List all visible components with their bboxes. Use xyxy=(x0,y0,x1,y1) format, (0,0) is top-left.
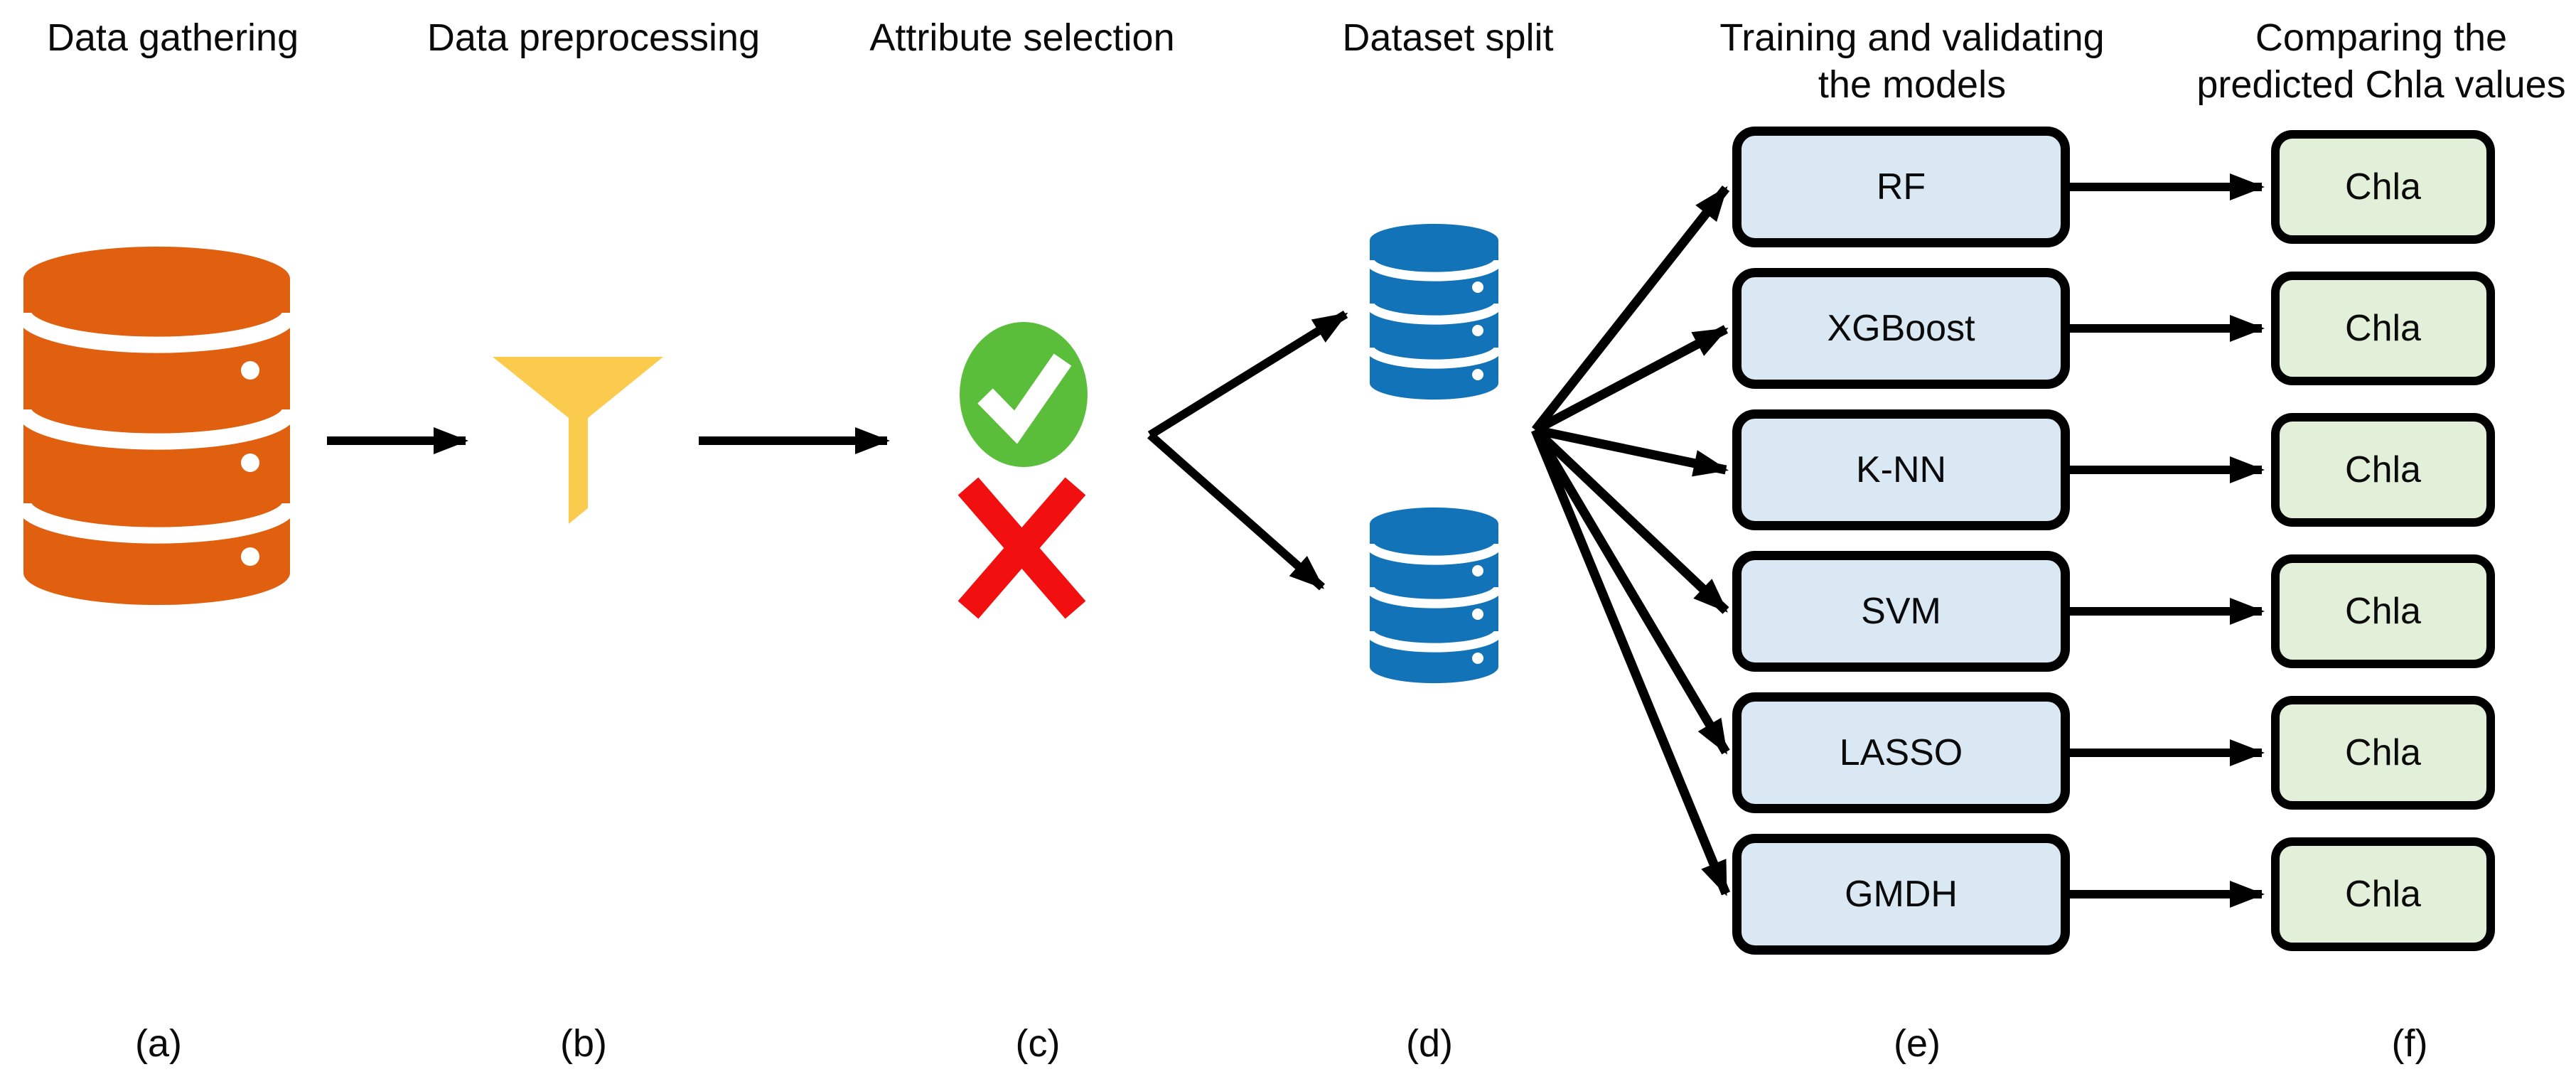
title-line-2: predicted Chla values xyxy=(2196,63,2566,106)
output-label: Chla xyxy=(2345,874,2421,915)
title-training-validating: Training and validating the models xyxy=(1642,14,2182,108)
title-line: Data preprocessing xyxy=(426,16,761,59)
output-box-chla-1: Chla xyxy=(2271,130,2495,244)
panel-label-f: (f) xyxy=(2391,1022,2428,1065)
output-label: Chla xyxy=(2345,166,2421,208)
output-box-chla-6: Chla xyxy=(2271,837,2495,951)
model-label: SVM xyxy=(1861,591,1941,632)
model-box-svm: SVM xyxy=(1732,551,2070,672)
title-line-1: Comparing the xyxy=(2255,16,2508,59)
model-label: XGBoost xyxy=(1827,308,1975,349)
title-dataset-split: Dataset split xyxy=(1178,14,1718,61)
arrow-split-lower xyxy=(1147,431,1325,591)
model-box-xgboost: XGBoost xyxy=(1732,268,2070,389)
panel-label-c: (c) xyxy=(1015,1022,1061,1065)
check-icon xyxy=(960,322,1088,467)
title-line-2: the models xyxy=(1818,63,2007,106)
database-icon-blue-upper xyxy=(1365,223,1503,400)
title-attribute-selection: Attribute selection xyxy=(752,14,1292,61)
panel-label-a: (a) xyxy=(135,1022,182,1065)
output-box-chla-4: Chla xyxy=(2271,554,2495,668)
model-label: LASSO xyxy=(1839,732,1963,773)
arrow-fan-to-models xyxy=(1530,185,1731,896)
model-label: GMDH xyxy=(1845,874,1958,915)
funnel-icon xyxy=(493,357,663,524)
output-label: Chla xyxy=(2345,732,2421,773)
panel-label-d: (d) xyxy=(1406,1022,1453,1065)
output-box-chla-5: Chla xyxy=(2271,696,2495,810)
output-box-chla-2: Chla xyxy=(2271,272,2495,385)
model-box-knn: K-NN xyxy=(1732,409,2070,530)
title-comparing-chla: Comparing the predicted Chla values xyxy=(2111,14,2576,108)
model-box-lasso: LASSO xyxy=(1732,692,2070,813)
arrow-models-to-outputs xyxy=(2070,173,2265,908)
panel-label-e: (e) xyxy=(1894,1022,1941,1065)
output-label: Chla xyxy=(2345,308,2421,349)
model-label: RF xyxy=(1876,166,1926,208)
database-icon-orange xyxy=(15,246,299,606)
panel-label-b: (b) xyxy=(560,1022,607,1065)
cross-icon xyxy=(957,477,1086,619)
title-data-gathering: Data gathering xyxy=(0,14,443,61)
title-line-1: Training and validating xyxy=(1719,16,2105,59)
title-line: Attribute selection xyxy=(869,16,1175,59)
title-data-preprocessing: Data preprocessing xyxy=(323,14,864,61)
title-line: Dataset split xyxy=(1342,16,1554,59)
output-label: Chla xyxy=(2345,449,2421,490)
model-label: K-NN xyxy=(1855,449,1947,490)
output-label: Chla xyxy=(2345,591,2421,632)
database-icon-blue-lower xyxy=(1365,507,1503,684)
model-box-rf: RF xyxy=(1732,127,2070,247)
output-box-chla-3: Chla xyxy=(2271,413,2495,527)
title-line: Data gathering xyxy=(46,16,299,59)
arrow-split-upper xyxy=(1147,310,1348,439)
model-box-gmdh: GMDH xyxy=(1732,834,2070,955)
